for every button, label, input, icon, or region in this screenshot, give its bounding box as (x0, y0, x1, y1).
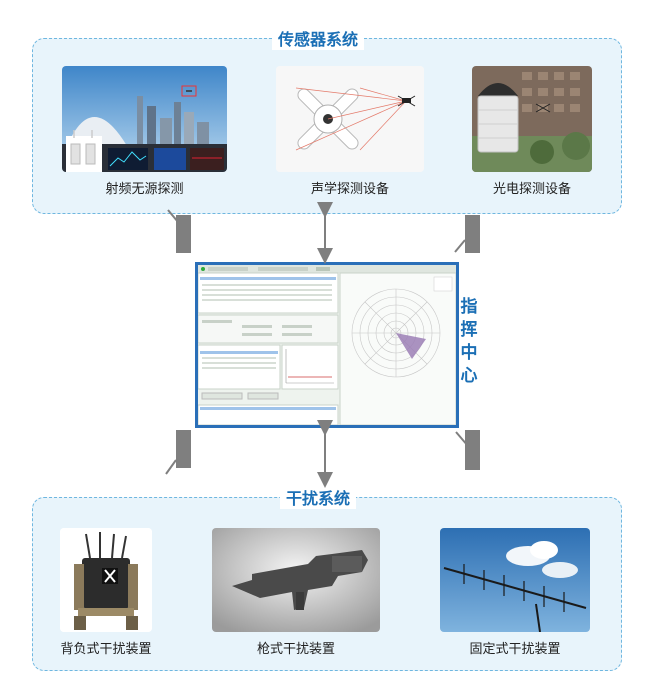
gun-jammer-label: 枪式干扰装置 (256, 642, 335, 657)
acoustic-device-card: 声学探测设备 (276, 66, 424, 197)
backpack-jammer-card: 背负式干扰装置 (60, 528, 152, 657)
backpack-jammer-image (60, 528, 152, 632)
rf-detection-label: 射频无源探测 (105, 182, 184, 197)
optoelectronic-device-label: 光电探测设备 (492, 182, 571, 197)
acoustic-device-image (276, 66, 424, 172)
acoustic-device-label: 声学探测设备 (310, 182, 389, 197)
fixed-jammer-image (440, 528, 590, 632)
command-center-label-text: 指挥中心 (460, 297, 478, 386)
rf-detection-card: 射频无源探测 (62, 66, 227, 197)
fixed-jammer-card: 固定式干扰装置 (440, 528, 590, 657)
jamming-system-title: 干扰系统 (280, 489, 357, 509)
arrow-rf-to-center (167, 209, 191, 253)
optoelectronic-device-image (472, 66, 592, 172)
sensor-system-title: 传感器系统 (272, 30, 365, 50)
command-center-screen (195, 262, 459, 428)
arrow-center-to-backpack (165, 430, 191, 475)
arrow-opto-to-center (454, 215, 480, 253)
command-center-label: 指挥中心 (458, 296, 480, 388)
gun-jammer-image (212, 528, 380, 632)
arrow-center-to-fixed (455, 430, 480, 470)
gun-jammer-card: 枪式干扰装置 (212, 528, 380, 657)
rf-detection-image (62, 66, 227, 172)
backpack-jammer-label: 背负式干扰装置 (60, 642, 152, 657)
optoelectronic-device-card: 光电探测设备 (472, 66, 592, 197)
fixed-jammer-label: 固定式干扰装置 (469, 642, 561, 657)
